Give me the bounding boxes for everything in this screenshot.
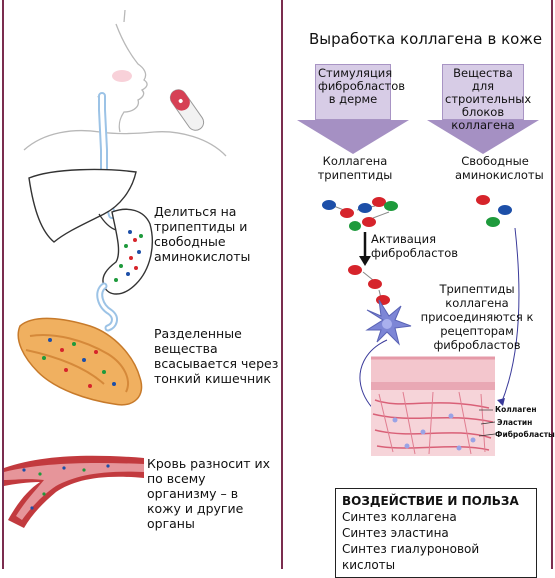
center-divider (281, 0, 283, 569)
benefit-elastin: Синтез эластина (342, 526, 449, 540)
box-stimulation: Стимуляция фибробластов в дерме (297, 64, 409, 154)
tripeptide-molecules (322, 197, 398, 231)
label-amino-acids: Свободные аминокислоты (455, 154, 544, 182)
legend-collagen: Коллаген (495, 405, 537, 414)
label-attachment: Трипептиды коллагена присоединяются к ре… (420, 282, 534, 352)
intestine-molecules (42, 338, 116, 388)
legend-fibroblasts: Фибробласты (495, 430, 555, 439)
step3-text: Кровь разносит их по всему организму – в… (147, 456, 270, 531)
benefit-collagen: Синтез коллагена (342, 510, 457, 524)
digestion-illustration (4, 9, 227, 528)
right-frame-line (551, 0, 553, 569)
activated-tripeptides (348, 265, 390, 305)
left-frame-line (2, 0, 4, 569)
fibroblast-icon (365, 299, 412, 346)
benefit-hyaluronic: Синтез гиалуроновой кислоты (342, 542, 480, 572)
capsule-icon (169, 89, 205, 131)
stomach-molecules (114, 230, 143, 282)
legend-elastin: Эластин (497, 418, 533, 427)
stomach-icon (102, 208, 153, 295)
amino-acid-molecules (476, 195, 512, 227)
label-activation: Активация фибробластов (371, 232, 459, 260)
benefits-box: ВОЗДЕЙСТВИЕ И ПОЛЬЗА Синтез коллагена Си… (335, 488, 537, 578)
right-panel: Выработка коллагена в коже Стимуляция фи… (283, 0, 555, 578)
cheek-blush (112, 70, 132, 82)
face-profile-icon (23, 9, 227, 157)
blood-molecules (22, 464, 110, 510)
right-title: Выработка коллагена в коже (309, 30, 543, 48)
label-tripeptides: Коллагена трипептиды (317, 154, 393, 182)
step1-text: Делиться на трипептиды и свободные амино… (154, 204, 251, 264)
box-building-blocks: Вещества для строительных блоков коллаге… (427, 64, 539, 154)
collagen-process-illustration (322, 195, 520, 456)
left-panel: Делиться на трипептиды и свободные амино… (4, 0, 281, 569)
step2-text: Разделенные вещества всасывается через т… (154, 326, 279, 386)
benefits-heading: ВОЗДЕЙСТВИЕ И ПОЛЬЗА (342, 494, 519, 508)
skin-cross-section-icon (371, 356, 495, 456)
liver-icon (28, 168, 137, 243)
activation-arrow-icon (359, 232, 371, 266)
arrow-amino-to-skin (500, 227, 520, 405)
small-intestine-icon (17, 317, 143, 406)
